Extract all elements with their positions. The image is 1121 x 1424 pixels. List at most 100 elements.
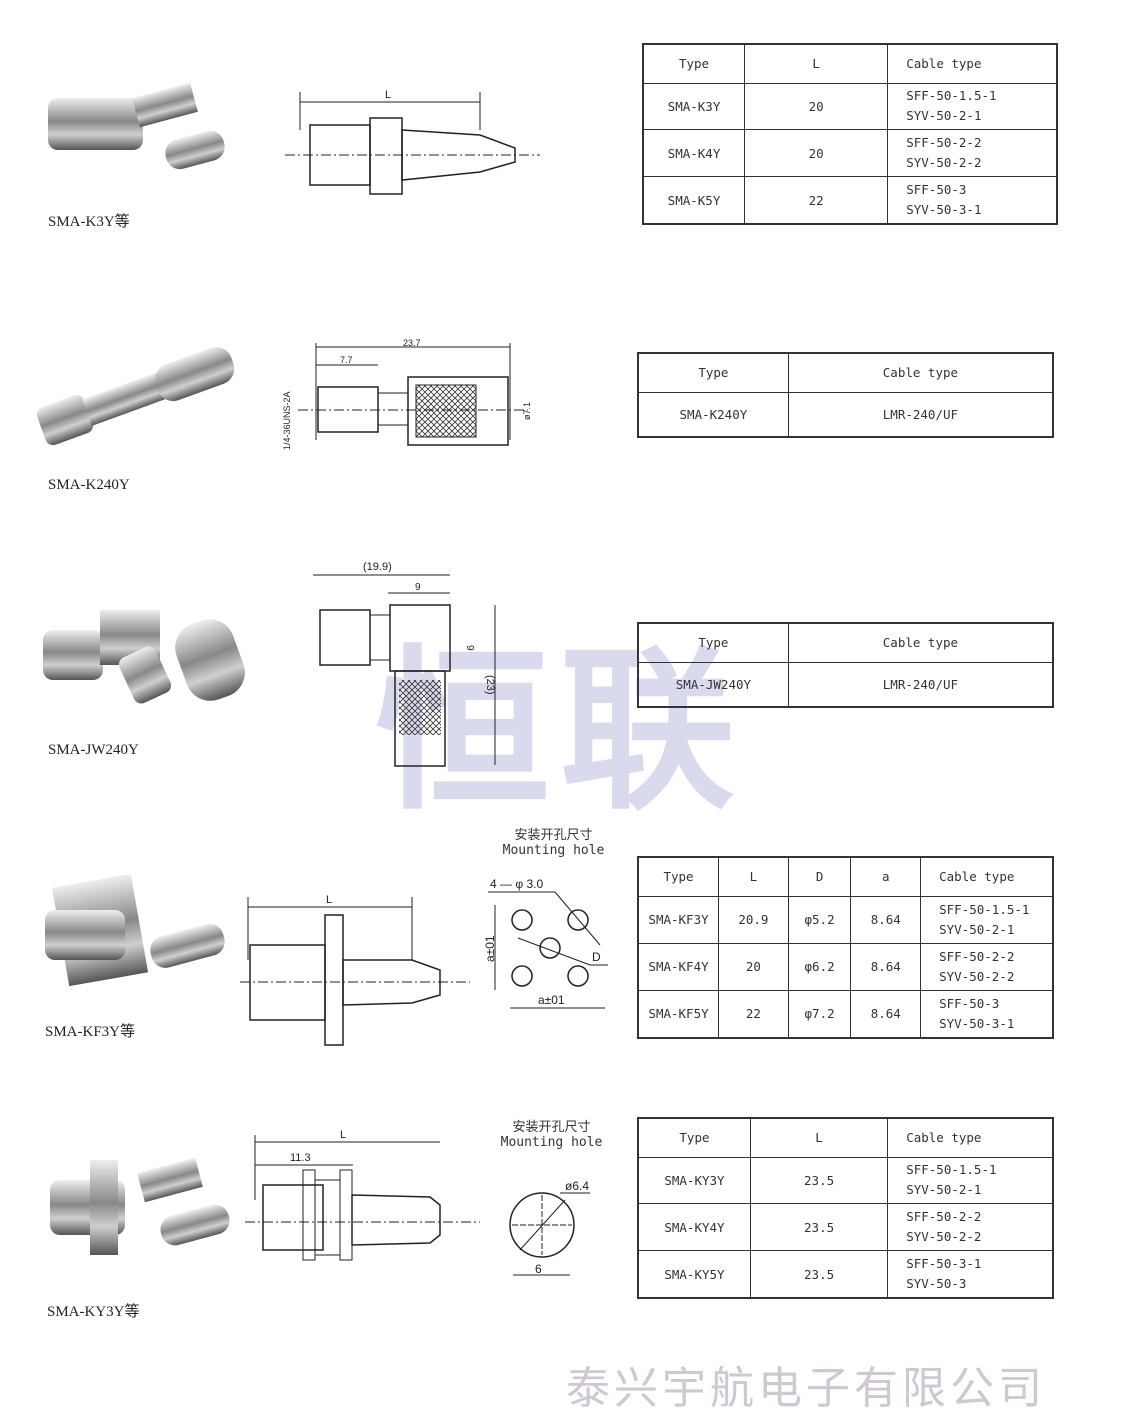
table-cell: SMA-KF4Y — [637, 942, 720, 991]
product-caption: SMA-JW240Y — [48, 742, 139, 758]
svg-text:7.7: 7.7 — [340, 355, 353, 365]
table-cell: SMA-K240Y — [637, 391, 789, 438]
svg-text:(23): (23) — [484, 675, 496, 695]
table-cell: φ6.2 — [787, 942, 852, 991]
column-header: Type — [637, 856, 720, 897]
table-cell: φ5.2 — [787, 895, 852, 944]
table-cell: 20.9 — [718, 895, 789, 944]
table-cell: SFF-50-3 SYV-50-3-1 — [887, 176, 1058, 225]
column-header: Cable type — [787, 622, 1054, 663]
product-photo-sma-kf3y — [45, 875, 225, 987]
svg-text:L: L — [340, 1129, 346, 1141]
table-cell: SFF-50-2-2 SYV-50-2-2 — [887, 129, 1058, 178]
svg-text:(19.9): (19.9) — [363, 561, 392, 573]
table-cell: SFF-50-1.5-1 SYV-50-2-1 — [887, 82, 1058, 131]
drawing-sma-ky3y: L 11.3 — [245, 1129, 480, 1261]
column-header: D — [787, 856, 852, 897]
svg-text:L: L — [326, 894, 332, 906]
svg-text:a±01: a±01 — [538, 993, 565, 1007]
table-cell: SMA-KY3Y — [637, 1156, 751, 1205]
table-cell: SMA-KF3Y — [637, 895, 720, 944]
table-cell: SMA-K5Y — [642, 176, 746, 225]
table-cell: SMA-KF5Y — [637, 989, 720, 1039]
table-cell: 23.5 — [749, 1156, 889, 1205]
product-caption: SMA-K240Y — [48, 477, 130, 493]
table-cell: SMA-K4Y — [642, 129, 746, 178]
table-cell: SMA-KY5Y — [637, 1250, 751, 1299]
product-photo-sma-k240y — [36, 347, 235, 446]
table-cell: 20 — [718, 942, 789, 991]
drawing-sma-kf3y: L — [240, 894, 470, 1046]
column-header: Cable type — [887, 1117, 1054, 1158]
drawing-sma-k240y: 23.7 7.7 1/4-36UNS-2A ø7.1 — [282, 338, 532, 450]
table-cell: LMR-240/UF — [787, 391, 1054, 438]
product-caption: SMA-KY3Y等 — [47, 1304, 140, 1320]
svg-text:23.7: 23.7 — [403, 338, 421, 348]
column-header: Type — [637, 622, 789, 663]
svg-text:1/4-36UNS-2A: 1/4-36UNS-2A — [282, 391, 292, 450]
company-name-footer: 泰兴宇航电子有限公司 — [566, 1363, 1046, 1414]
dim-L: L — [385, 89, 391, 101]
product-caption: SMA-KF3Y等 — [45, 1024, 136, 1040]
table-cell: 22 — [718, 989, 789, 1039]
column-header: Cable type — [887, 43, 1058, 84]
table-cell: SMA-K3Y — [642, 82, 746, 131]
table-cell: 20 — [744, 82, 889, 131]
table-cell: φ7.2 — [787, 989, 852, 1039]
table-cell: SFF-50-2-2 SYV-50-2-2 — [887, 1203, 1054, 1252]
product-caption: SMA-K3Y等 — [48, 214, 130, 230]
column-header: L — [718, 856, 789, 897]
svg-text:6: 6 — [535, 1262, 542, 1276]
column-header: L — [749, 1117, 889, 1158]
svg-text:ø6.4: ø6.4 — [565, 1179, 589, 1193]
svg-text:ø7.1: ø7.1 — [522, 402, 532, 420]
svg-text:D: D — [592, 950, 601, 964]
column-header: L — [744, 43, 889, 84]
column-header: Type — [637, 352, 789, 393]
column-header: Cable type — [920, 856, 1054, 897]
column-header: a — [850, 856, 922, 897]
svg-text:9: 9 — [464, 645, 475, 651]
svg-text:11.3: 11.3 — [290, 1152, 311, 1164]
product-photo-sma-ky3y — [50, 1157, 230, 1255]
column-header: Type — [642, 43, 746, 84]
column-header: Type — [637, 1117, 751, 1158]
table-cell: SFF-50-2-2 SYV-50-2-2 — [920, 942, 1054, 991]
product-photo-sma-jw240y — [43, 610, 245, 704]
table-cell: 8.64 — [850, 942, 922, 991]
drawing-sma-jw240y: (19.9) 9 9 (23) — [313, 561, 496, 767]
table-cell: 20 — [744, 129, 889, 178]
table-cell: 22 — [744, 176, 889, 225]
table-cell: SFF-50-3 SYV-50-3-1 — [920, 989, 1054, 1039]
svg-text:4 — φ 3.0: 4 — φ 3.0 — [490, 877, 543, 891]
drawing-sma-k3y: L — [285, 89, 540, 195]
table-cell: SFF-50-1.5-1 SYV-50-2-1 — [887, 1156, 1054, 1205]
table-cell: 8.64 — [850, 895, 922, 944]
mounting-hole-drawing-kf: 4 — φ 3.0 D a±01 a±01 — [483, 877, 608, 1009]
table-cell: 23.5 — [749, 1203, 889, 1252]
table-cell: SFF-50-3-1 SYV-50-3 — [887, 1250, 1054, 1299]
table-cell: SMA-KY4Y — [637, 1203, 751, 1252]
svg-text:a±01: a±01 — [483, 935, 497, 962]
table-cell: 8.64 — [850, 989, 922, 1039]
table-cell: SFF-50-1.5-1 SYV-50-2-1 — [920, 895, 1054, 944]
